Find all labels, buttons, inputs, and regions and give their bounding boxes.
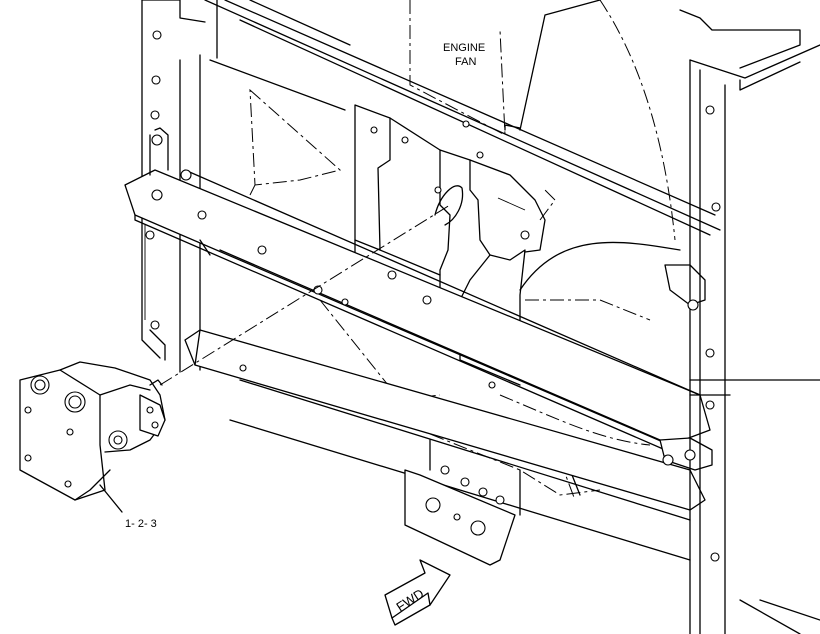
right-end-plate [659, 59, 820, 634]
lower-gusset-plate [404, 439, 521, 566]
hydraulic-pump [19, 361, 166, 501]
fan-label-line2: FAN [455, 56, 476, 68]
part-callout-leader [99, 484, 123, 513]
frame-bolts [145, 30, 721, 562]
lower-beam [184, 329, 706, 561]
fan-label-line1: ENGINE [443, 42, 485, 54]
bracket-port-opening [434, 185, 464, 226]
crossmember-beam [124, 127, 711, 453]
forward-direction-arrow: FWD [384, 559, 451, 626]
top-frame-member [204, 0, 820, 236]
assembly-centerline [159, 204, 451, 386]
part-callout-label: 1- 2- 3 [125, 518, 157, 530]
